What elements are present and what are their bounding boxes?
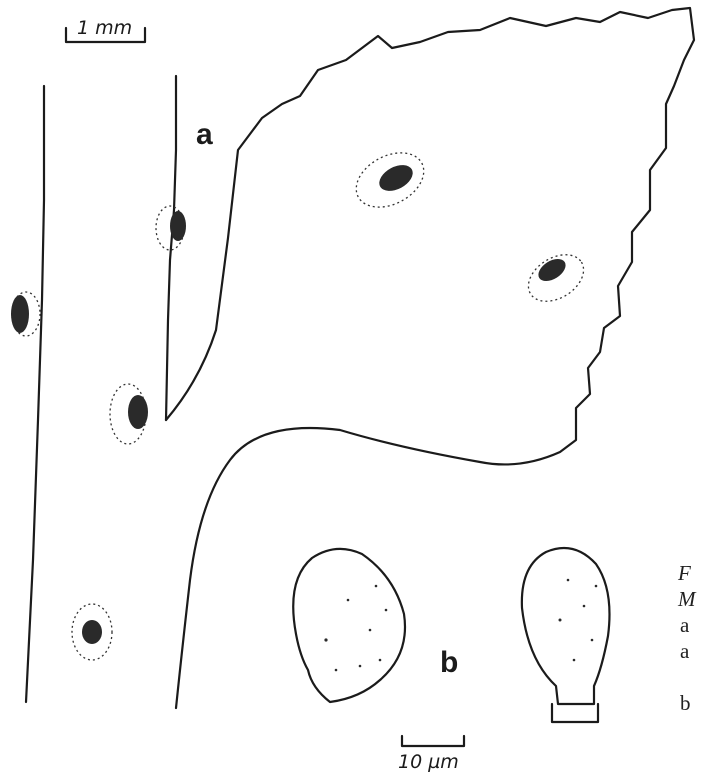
- scale-bar-um: 10 µm: [398, 736, 464, 773]
- caption-fragment-5: b: [680, 691, 691, 715]
- sorus-2: [520, 245, 592, 311]
- panel-label-a: a: [196, 118, 213, 151]
- spore-1: [293, 549, 405, 702]
- panel-label-b: b: [440, 646, 458, 679]
- spore-2: [522, 548, 610, 722]
- sorus-6: [72, 604, 112, 660]
- caption-fragment-4: a: [680, 639, 690, 663]
- caption-fragment-1: F: [677, 561, 691, 585]
- sorus-1: [347, 142, 433, 218]
- scale-bar-mm-label: 1 mm: [77, 17, 132, 39]
- sorus-5: [110, 384, 148, 444]
- stem-left: [26, 86, 44, 702]
- scale-bar-um-label: 10 µm: [398, 751, 459, 773]
- caption-fragment-3: a: [680, 613, 690, 637]
- sorus-4: [11, 292, 40, 336]
- leaf-blade-outline: [166, 8, 694, 708]
- stem-middle: [166, 76, 176, 420]
- caption-fragment-2: M: [677, 587, 697, 611]
- scale-bar-mm: 1 mm: [66, 17, 145, 42]
